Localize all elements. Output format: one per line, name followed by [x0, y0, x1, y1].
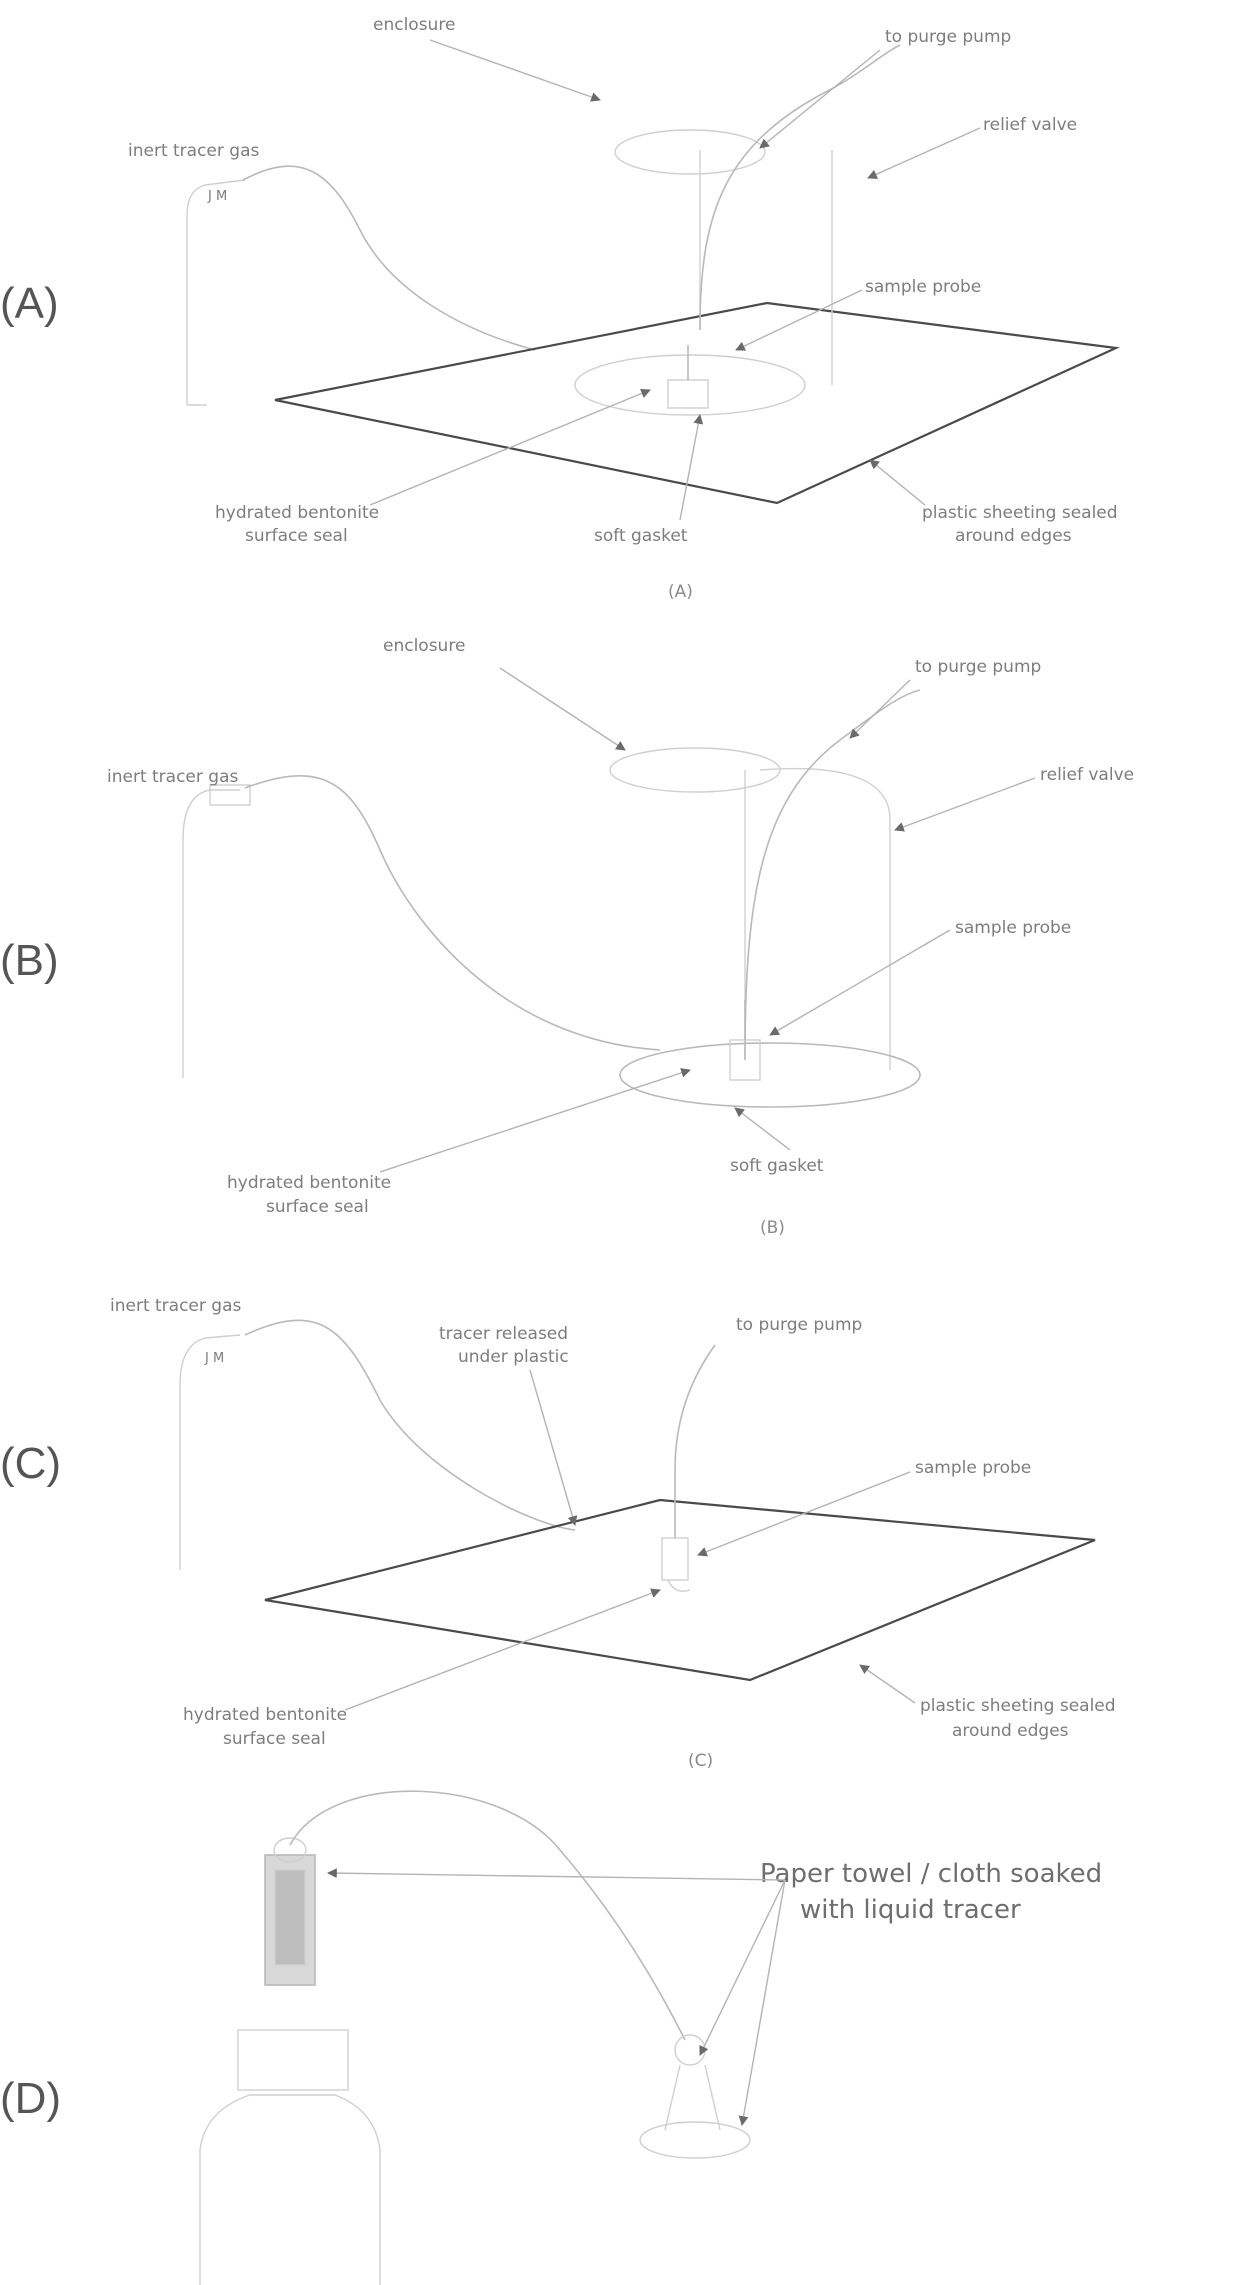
- label-sample-probe-b: sample probe: [955, 918, 1071, 938]
- tracer-gas-cylinder-c: J M: [179, 1334, 241, 1570]
- label-sheet-c-2: around edges: [952, 1721, 1069, 1741]
- label-purge-pump-c: to purge pump: [736, 1315, 862, 1335]
- label-purge-pump-a: to purge pump: [885, 27, 1011, 47]
- label-relief-valve-b: relief valve: [1040, 765, 1134, 785]
- label-gasket-a: soft gasket: [594, 526, 688, 546]
- tracer-gas-cylinder-b: [182, 784, 251, 1078]
- label-sheet-a-2: around edges: [955, 526, 1072, 546]
- label-seal-a-1: hydrated bentonite: [215, 503, 379, 523]
- tracer-hose-b: [244, 775, 661, 1051]
- plastic-sheet-c: [264, 1498, 1096, 1682]
- sample-probe-a: [667, 345, 709, 409]
- label-sheet-c-1: plastic sheeting sealed: [920, 1696, 1116, 1716]
- plastic-sheet-a: [274, 301, 1120, 505]
- label-sample-probe-a: sample probe: [865, 277, 981, 297]
- label-seal-a-2: surface seal: [245, 526, 348, 546]
- tracer-hose-c: [244, 1319, 576, 1531]
- label-purge-pump-b: to purge pump: [915, 657, 1041, 677]
- label-seal-b-2: surface seal: [266, 1197, 369, 1217]
- label-seal-c-1: hydrated bentonite: [183, 1705, 347, 1725]
- purge-tubing-c: [674, 1344, 716, 1538]
- tracer-gas-cylinder-a: J M: [186, 179, 246, 406]
- label-towel-d-2: with liquid tracer: [800, 1895, 1021, 1925]
- purge-tubing-b: [744, 689, 921, 1061]
- enclosure-a: [574, 129, 833, 416]
- label-gasket-b: soft gasket: [730, 1156, 824, 1176]
- purge-tubing-a: [699, 44, 901, 331]
- liquid-tracer-cylinder-d: [199, 1837, 381, 2285]
- label-sample-probe-c: sample probe: [915, 1458, 1031, 1478]
- label-released-c-2: under plastic: [458, 1347, 569, 1367]
- tracer-tubing-d: [289, 1790, 686, 2041]
- caption-a: (A): [668, 582, 693, 602]
- panel-b-letter: (B): [0, 936, 59, 985]
- sample-probe-c: [661, 1537, 691, 1592]
- caption-b: (B): [760, 1218, 785, 1238]
- label-released-c-1: tracer released: [439, 1324, 568, 1344]
- label-enclosure-a: enclosure: [373, 15, 455, 35]
- label-tracer-gas-a: inert tracer gas: [128, 141, 259, 161]
- label-seal-c-2: surface seal: [223, 1729, 326, 1749]
- towel-soaked-probe-d: [639, 2034, 751, 2159]
- label-towel-d-1: Paper towel / cloth soaked: [760, 1859, 1102, 1889]
- label-relief-valve-a: relief valve: [983, 115, 1077, 135]
- label-tracer-gas-b: inert tracer gas: [107, 767, 238, 787]
- caption-c: (C): [688, 1751, 713, 1771]
- panel-c-letter: (C): [0, 1439, 61, 1488]
- label-sheet-a-1: plastic sheeting sealed: [922, 503, 1118, 523]
- panel-c: (C) J M inert tracer gas tracer released…: [0, 1296, 1116, 1771]
- tracer-hose-a: [242, 165, 536, 351]
- sample-probe-b: [729, 1000, 761, 1081]
- panel-b: (B) enclosure to purge pump relief valve…: [0, 636, 1134, 1238]
- svg-text:J M: J M: [204, 1351, 224, 1366]
- label-enclosure-b: enclosure: [383, 636, 465, 656]
- panel-a-letter: (A): [0, 279, 59, 328]
- svg-text:J M: J M: [207, 189, 227, 204]
- panel-d-letter: (D): [0, 2074, 61, 2123]
- label-tracer-gas-c: inert tracer gas: [110, 1296, 241, 1316]
- label-seal-b-1: hydrated bentonite: [227, 1173, 391, 1193]
- panel-a: (A) J M enclosure to purge pump relief v…: [0, 15, 1120, 602]
- panel-d: (D) Paper towel / cloth soaked with liqu…: [0, 1790, 1102, 2285]
- enclosure-b: [609, 747, 921, 1108]
